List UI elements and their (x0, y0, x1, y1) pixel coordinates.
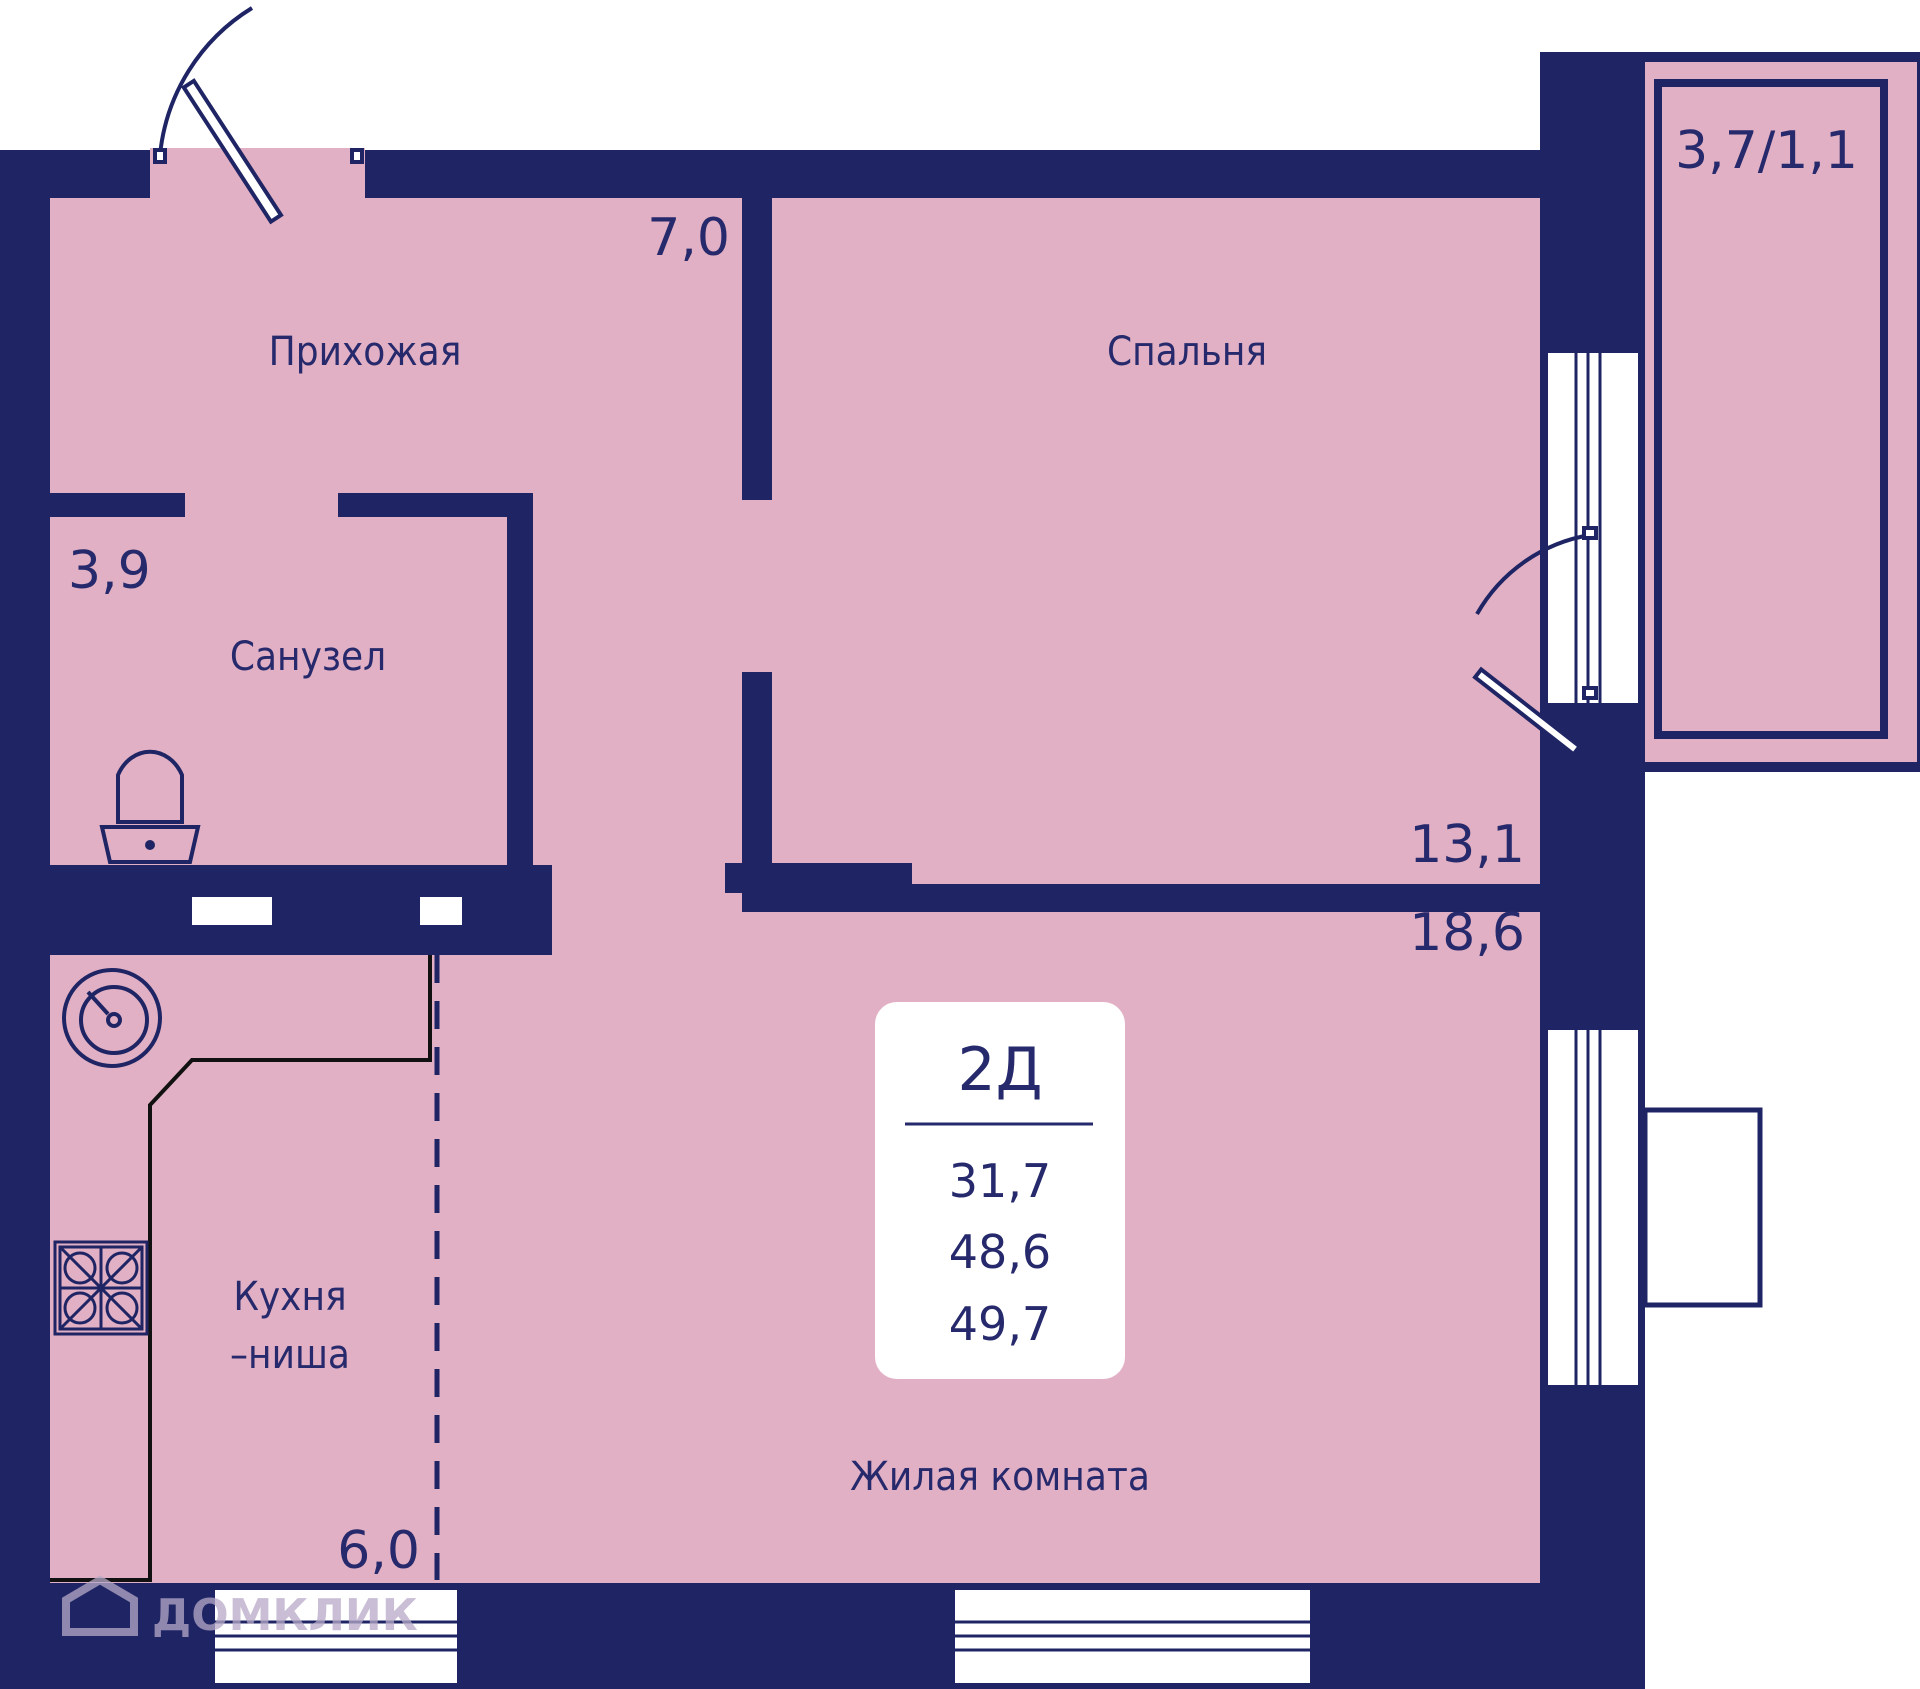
kitchen-area: 6,0 (337, 1521, 420, 1581)
kitchen-window-bottom (215, 1590, 457, 1683)
hallway-label: Прихожая (269, 329, 462, 375)
stove-icon (53, 1240, 149, 1336)
balcony-rail (1654, 79, 1888, 739)
ac-unit (1642, 1107, 1763, 1308)
hallway-area: 7,0 (647, 208, 730, 268)
kitchen-counter (50, 955, 432, 1582)
balcony-floor (1645, 62, 1917, 762)
total-with-balcony-value: 49,7 (949, 1297, 1051, 1351)
living-room-label: Жилая комната (850, 1454, 1150, 1500)
bedroom-area: 13,1 (1409, 815, 1525, 875)
sink-icon (62, 968, 162, 1068)
apartment-type: 2Д (957, 1035, 1042, 1105)
balcony-area: 3,7/1,1 (1675, 121, 1858, 181)
vent-opening (420, 897, 462, 925)
bathroom-label: Санузел (230, 634, 386, 680)
kitchen-label-line1: Кухня (233, 1274, 346, 1320)
vent-opening (192, 897, 272, 925)
living-window-bottom (955, 1590, 1310, 1683)
entry-door (153, 6, 364, 225)
domclick-logo-icon (62, 1575, 138, 1636)
bedroom-label: Спальня (1107, 329, 1267, 375)
living-area-value: 31,7 (949, 1154, 1051, 1208)
toilet-icon (99, 749, 201, 864)
living-window-right (1548, 1030, 1638, 1385)
interior-walls (50, 198, 1540, 955)
domclick-watermark: ДОМКЛИК (62, 1575, 418, 1641)
bathroom-area: 3,9 (68, 541, 151, 601)
living-room-area: 18,6 (1409, 903, 1525, 963)
balcony-door (1472, 526, 1598, 758)
total-area-value: 48,6 (949, 1225, 1051, 1279)
apartment-info-card (875, 1002, 1125, 1379)
watermark-text: ДОМКЛИК (152, 1590, 418, 1641)
kitchen-label-line2: –ниша (230, 1332, 350, 1378)
